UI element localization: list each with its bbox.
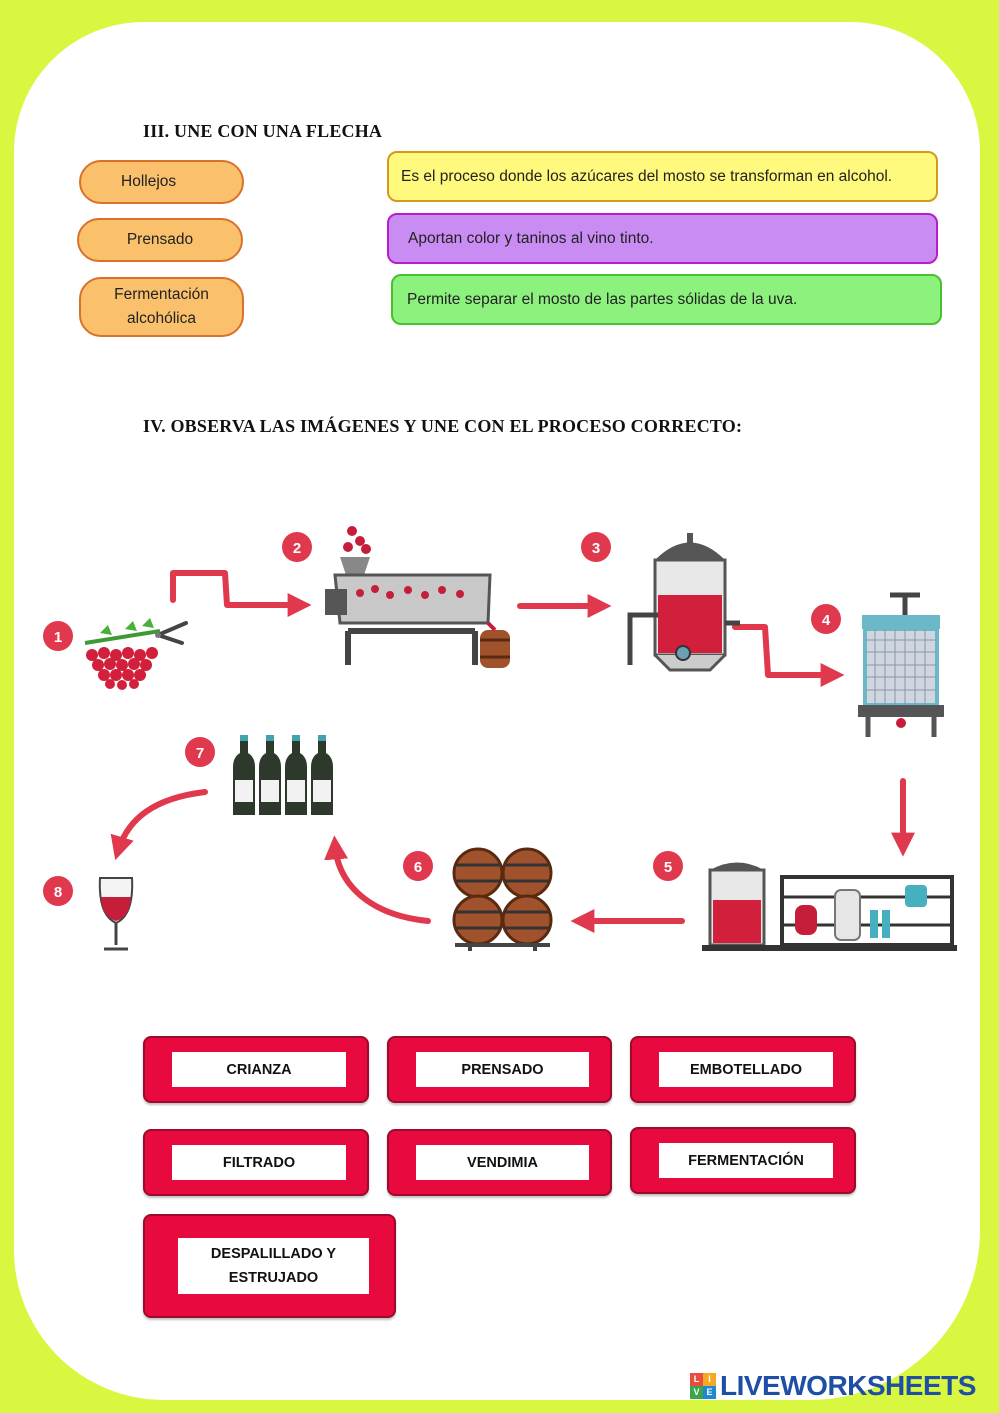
section-3-title: III. UNE CON UNA FLECHA [143, 121, 383, 141]
option-filtrado[interactable]: FILTRADO [143, 1129, 369, 1196]
term-hollejos[interactable]: Hollejos [79, 160, 244, 204]
grapes-harvest-icon [84, 618, 188, 690]
step-1-badge: 1 [43, 621, 73, 651]
option-despalillado-estrujado[interactable]: DESPALILLADO Y ESTRUJADO [143, 1214, 396, 1318]
step-8-number: 8 [54, 884, 62, 901]
section-4-title: IV. OBSERVA LAS IMÁGENES Y UNE CON EL PR… [143, 416, 743, 436]
definition-fermentation[interactable]: Es el proceso donde los azúcares del mos… [387, 151, 938, 202]
step-8-badge: 8 [43, 876, 73, 906]
step-3-number: 3 [592, 540, 600, 557]
arrow-1-2 [170, 570, 312, 617]
step-badges: 1 2 3 4 5 6 7 8 [43, 532, 841, 906]
fermentation-tank-icon [627, 533, 740, 672]
arrow-3-4 [732, 624, 845, 687]
option-prensado[interactable]: PRENSADO [387, 1036, 612, 1103]
arrow-7-8 [110, 789, 208, 861]
option-vendimia[interactable]: VENDIMIA [387, 1129, 612, 1196]
step-4-badge: 4 [811, 604, 841, 634]
option-label: VENDIMIA [416, 1145, 589, 1180]
option-fermentacion[interactable]: FERMENTACIÓN [630, 1127, 856, 1194]
wine-press-icon [858, 592, 944, 737]
step-2-badge: 2 [282, 532, 312, 562]
liveworksheets-wordmark: LIVEWORKSHEETS [720, 1370, 976, 1401]
step-6-number: 6 [414, 859, 422, 876]
aging-barrels-icon [452, 847, 553, 951]
filtration-equipment-icon [702, 862, 957, 951]
step-3-badge: 3 [581, 532, 611, 562]
step-2-number: 2 [293, 540, 301, 557]
wine-glass-icon [98, 877, 134, 951]
option-label: CRIANZA [172, 1052, 346, 1087]
liveworksheets-mark-icon: L I V E [690, 1373, 716, 1399]
option-embotellado[interactable]: EMBOTELLADO [630, 1036, 856, 1103]
option-label: FILTRADO [172, 1145, 346, 1180]
step-6-badge: 6 [403, 851, 433, 881]
step-7-badge: 7 [185, 737, 215, 767]
option-label: PRENSADO [416, 1052, 589, 1087]
definition-color-taninos[interactable]: Aportan color y taninos al vino tinto. [387, 213, 938, 264]
flow-arrows [110, 570, 915, 933]
wine-process-diagram: 1 2 3 4 5 6 7 8 [43, 526, 957, 951]
wine-bottles-icon [233, 735, 333, 815]
definition-separar-mosto[interactable]: Permite separar el mosto de las partes s… [391, 274, 942, 325]
destemmer-machine-icon [325, 526, 510, 668]
arrow-6-7 [324, 835, 431, 924]
option-crianza[interactable]: CRIANZA [143, 1036, 369, 1103]
step-5-number: 5 [664, 859, 672, 876]
option-label: FERMENTACIÓN [659, 1143, 833, 1178]
step-5-badge: 5 [653, 851, 683, 881]
step-7-number: 7 [196, 745, 204, 762]
option-label: DESPALILLADO Y ESTRUJADO [178, 1238, 369, 1294]
option-label: EMBOTELLADO [659, 1052, 833, 1087]
liveworksheets-logo: L I V E LIVEWORKSHEETS [690, 1370, 976, 1402]
step-1-number: 1 [54, 629, 62, 646]
term-fermentacion-alcoholica[interactable]: Fermentación alcohólica [79, 277, 244, 337]
term-prensado[interactable]: Prensado [77, 218, 243, 262]
step-4-number: 4 [822, 612, 831, 629]
